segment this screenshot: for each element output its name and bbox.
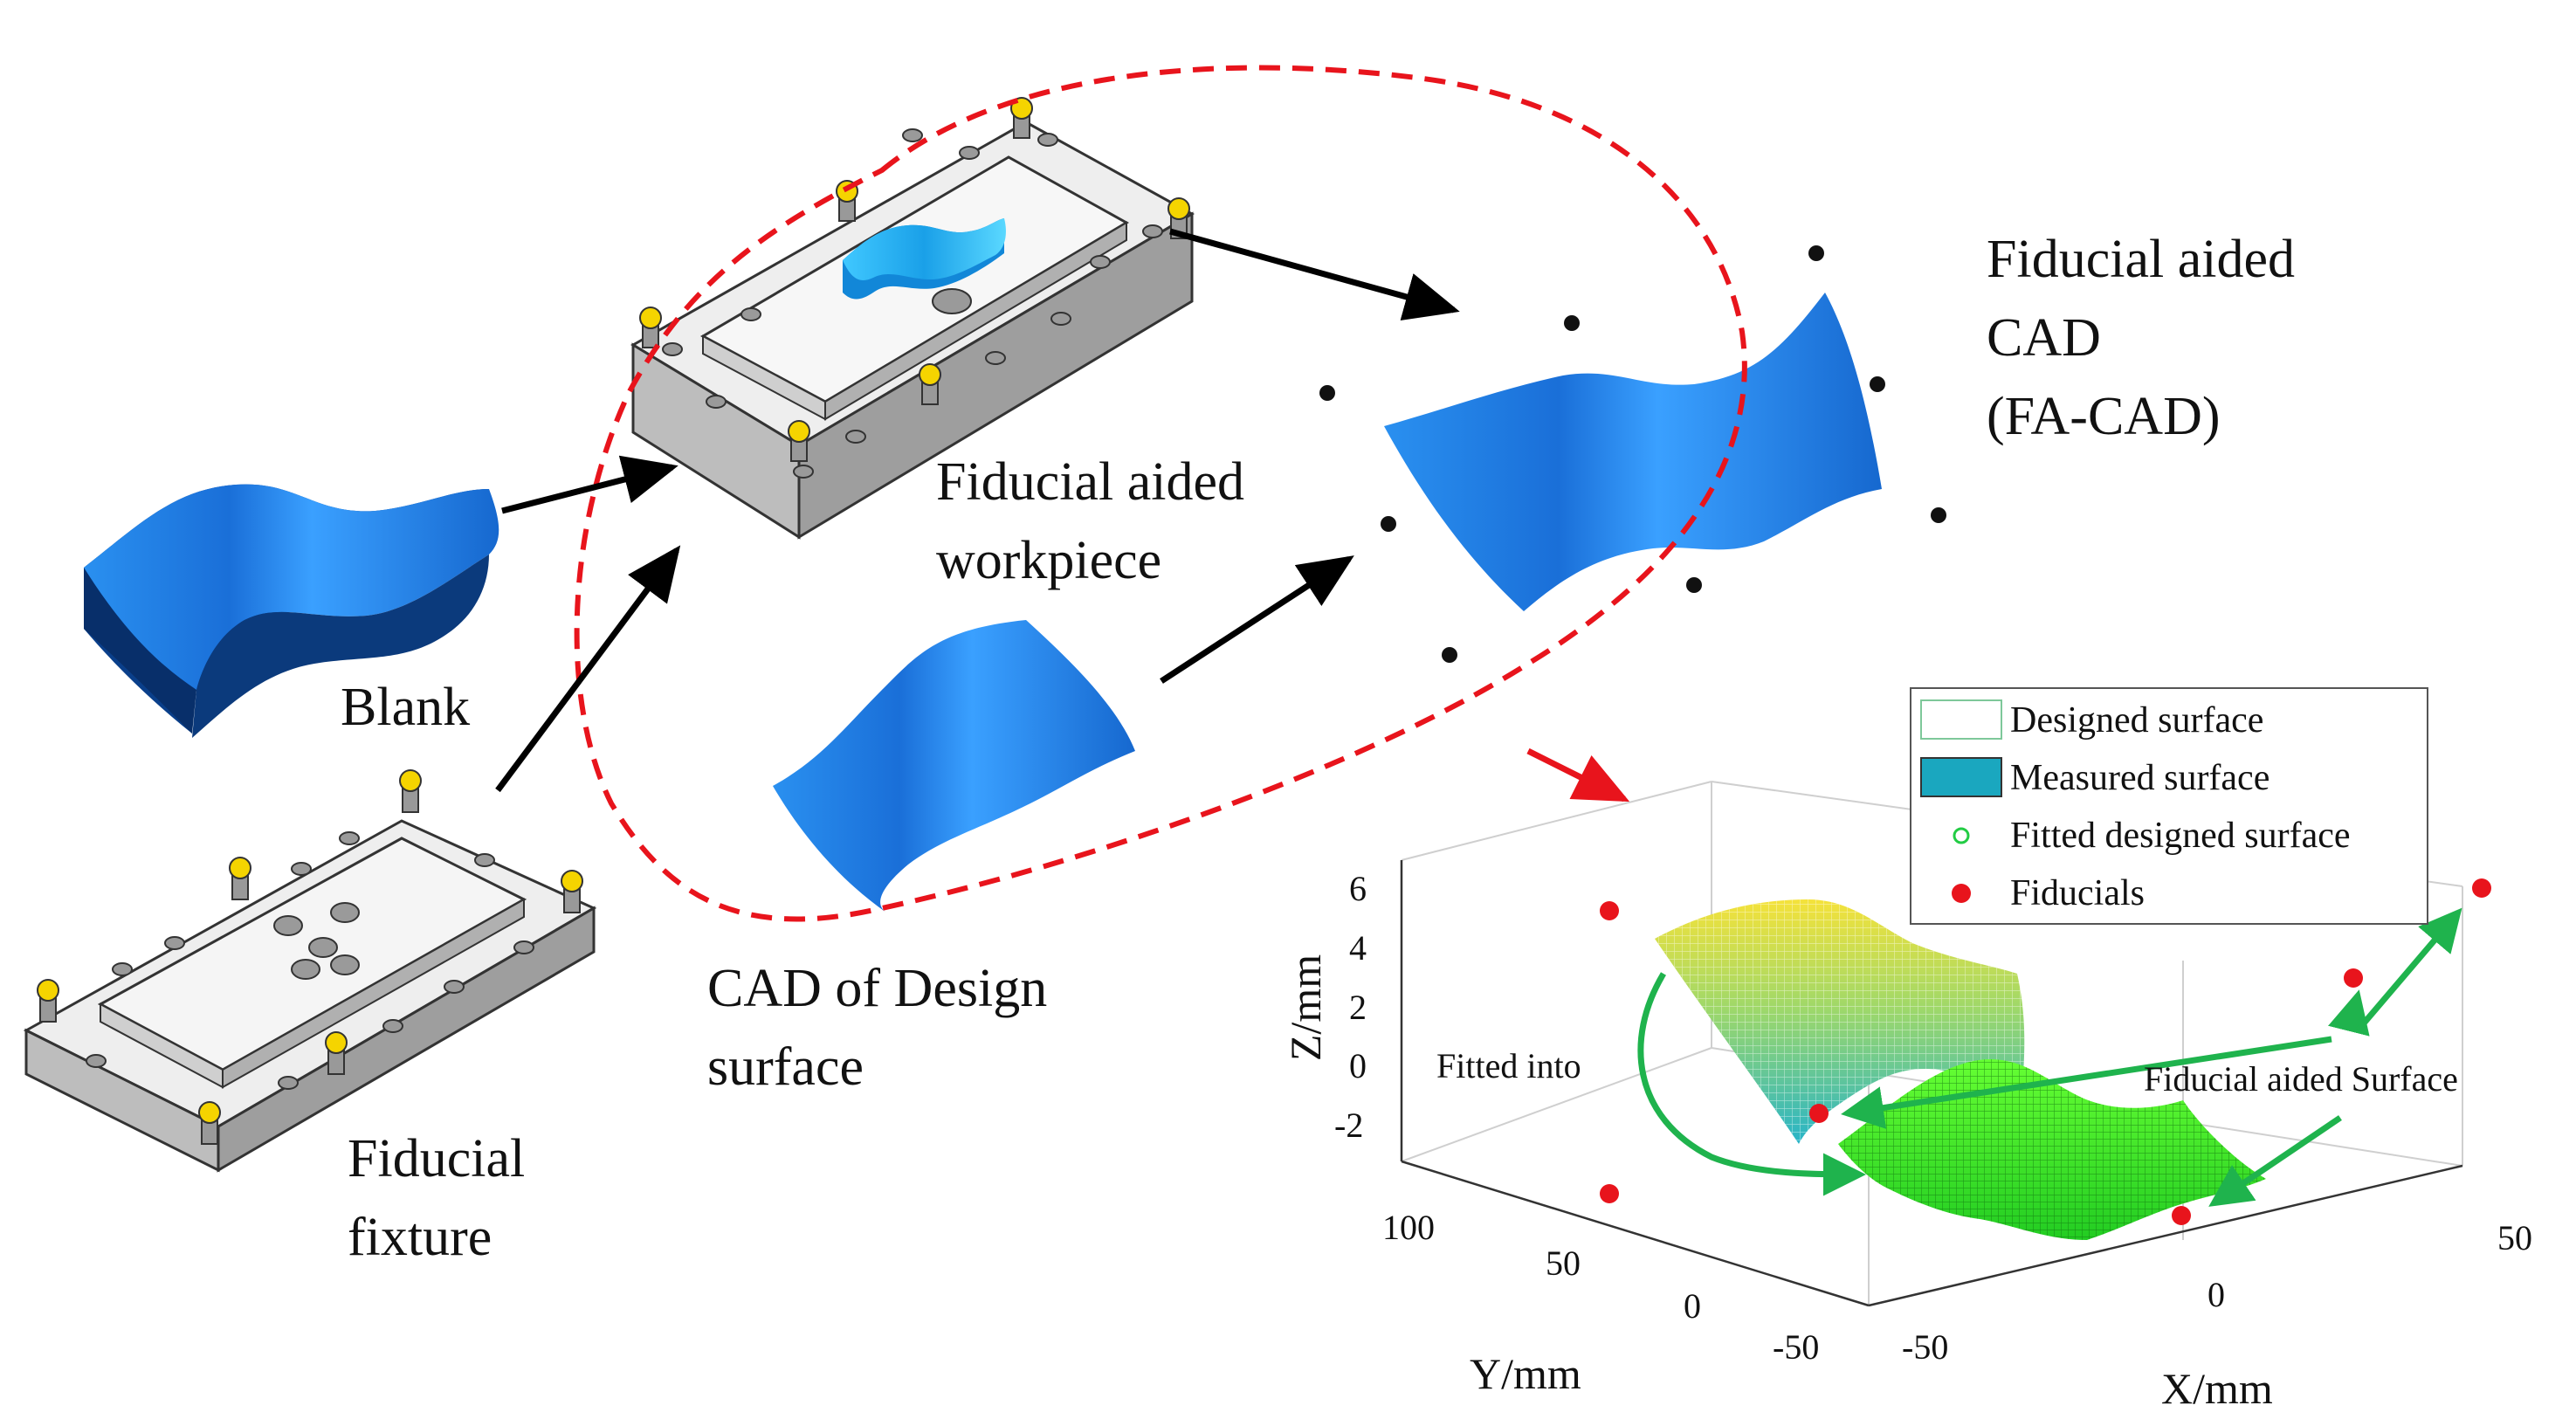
- plot-fiducial-point: [2472, 878, 2491, 898]
- z-tick: -2: [1334, 1106, 1364, 1145]
- facad-label-line3: (FA-CAD): [1987, 387, 2221, 446]
- cad-label-line2: surface: [707, 1037, 864, 1097]
- facad-label-line2: CAD: [1987, 308, 2101, 368]
- fixture-label-line1: Fiducial: [348, 1129, 526, 1188]
- y-tick: 100: [1382, 1208, 1435, 1247]
- workpiece-label-line2: workpiece: [936, 531, 1162, 590]
- workpiece-label-line1: Fiducial aided: [936, 452, 1244, 512]
- x-tick: 0: [2208, 1275, 2225, 1314]
- legend-swatch-designed: [1920, 699, 2002, 740]
- x-tick: -50: [1902, 1327, 1949, 1367]
- fiducial-fixture-illustration: [23, 769, 597, 1173]
- fa-cad-illustration: [1319, 245, 1946, 663]
- arrow-fitted-into: [1637, 972, 1866, 1196]
- plot-fiducial-point: [1809, 1104, 1829, 1123]
- fixture-fiducial-posts: [37, 769, 583, 1145]
- plot-fiducial-point: [2344, 968, 2363, 988]
- arrow-cad-to-facad: [1160, 555, 1354, 684]
- legend-label-measured: Measured surface: [2010, 758, 2270, 798]
- designed-surface-mesh: [1655, 899, 2025, 1144]
- y-tick: 0: [1684, 1286, 1701, 1326]
- workpiece-fiducial-posts: [639, 97, 1190, 462]
- fitted-surface-mesh: [1838, 1059, 2266, 1240]
- x-axis-label: X/mm: [2161, 1364, 2273, 1413]
- y-axis-label: Y/mm: [1470, 1349, 1581, 1398]
- legend-label-fiducials: Fiducials: [2010, 873, 2145, 913]
- cad-design-surface-illustration: [773, 620, 1135, 913]
- arrow-fiducial-1: [1841, 1036, 2332, 1129]
- plot-fiducials: [1600, 878, 2491, 1225]
- arrow-fixture-to-workpiece: [495, 545, 681, 793]
- cad-label-line1: CAD of Design: [707, 959, 1048, 1018]
- x-tick: 50: [2497, 1218, 2532, 1257]
- arrow-blank-to-workpiece: [501, 455, 678, 514]
- result-plot: [1400, 687, 2491, 1307]
- fixture-label-line2: fixture: [348, 1208, 492, 1267]
- plot-legend-box: [1910, 687, 2428, 925]
- legend-swatch-measured: [1920, 757, 2002, 797]
- plot-axes: [1400, 860, 2463, 1307]
- facad-label-line1: Fiducial aided: [1987, 230, 2295, 289]
- arrow-to-plot: [1526, 747, 1630, 803]
- arrow-fiducial-4: [2208, 1115, 2342, 1207]
- annotation-fiducial-aided-surface: Fiducial aided Surface: [2144, 1059, 2458, 1099]
- flow-arrows: [495, 228, 1460, 793]
- y-tick: -50: [1773, 1327, 1820, 1367]
- fa-cad-fiducial-points: [1319, 245, 1946, 663]
- legend-label-fitted: Fitted designed surface: [2010, 816, 2351, 856]
- fiducial-aided-workpiece-illustration: [630, 97, 1195, 540]
- z-tick: 4: [1349, 928, 1367, 968]
- plot-fiducial-point: [2172, 1206, 2191, 1225]
- blank-workpiece-illustration: [84, 484, 499, 738]
- legend-swatch-fiducials: [1952, 884, 1971, 903]
- workpiece-blank-on-fixture: [843, 218, 1006, 300]
- z-tick: 0: [1349, 1046, 1367, 1085]
- arrow-fiducial-3: [2355, 907, 2462, 1033]
- blank-label: Blank: [341, 678, 471, 737]
- arrow-fiducial-2: [2328, 989, 2370, 1037]
- z-tick: 2: [1349, 988, 1367, 1027]
- y-tick: 50: [1546, 1243, 1581, 1283]
- z-tick: 6: [1349, 869, 1367, 908]
- dashed-boundary-outline: [574, 65, 1747, 922]
- plot-fiducial-point: [1600, 1184, 1619, 1203]
- annotation-fitted-into: Fitted into: [1436, 1046, 1581, 1085]
- plot-green-arrows: [1637, 907, 2462, 1207]
- arrow-workpiece-to-facad: [1169, 228, 1460, 321]
- legend-swatch-fitted: [1953, 827, 1970, 844]
- legend-label-designed: Designed surface: [2010, 700, 2264, 741]
- z-axis-label: Z/mm: [1281, 954, 1331, 1062]
- plot-fiducial-point: [1600, 901, 1619, 920]
